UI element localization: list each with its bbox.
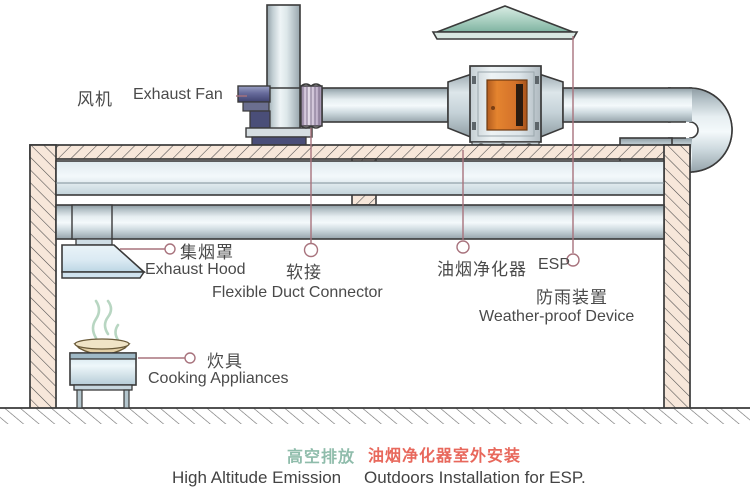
label-flexible-duct-en: Flexible Duct Connector: [212, 284, 383, 301]
label-esp-en: ESP: [538, 256, 571, 273]
caption-right-en: Outdoors Installation for ESP.: [364, 468, 586, 487]
exhaust-fan-unit: [237, 4, 313, 146]
label-weather-proof-cn: 防雨装置: [536, 288, 608, 307]
flexible-duct-bellows: [300, 83, 323, 129]
label-weather-proof-en: Weather-proof Device: [479, 308, 635, 325]
caption-left-en: High Altitude Emission: [172, 468, 342, 487]
ceiling-duct: [55, 160, 665, 240]
label-esp-cn: 油烟净化器: [437, 260, 527, 279]
label-exhaust-hood-en: Exhaust Hood: [145, 261, 246, 278]
label-cooking-appliance-en: Cooking Appliances: [148, 370, 289, 387]
label-exhaust-fan-cn: 风机: [77, 90, 113, 109]
weather-proof-cap: [431, 5, 579, 40]
cooking-range: [69, 338, 137, 409]
label-cooking-appliance-cn: 炊具: [207, 352, 243, 371]
label-exhaust-fan-en: Exhaust Fan: [133, 86, 223, 103]
steam-wisps: [91, 299, 120, 342]
label-exhaust-hood-cn: 集烟罩: [180, 243, 234, 262]
exhaust-hood-canopy: [61, 238, 147, 279]
caption-right-cn: 油烟净化器室外安装: [368, 448, 522, 465]
caption-left-cn: 高空排放: [287, 449, 356, 466]
callout-leaders: [120, 36, 580, 364]
esp-purifier-unit: [469, 65, 542, 153]
label-flexible-duct-cn: 软接: [286, 263, 322, 282]
